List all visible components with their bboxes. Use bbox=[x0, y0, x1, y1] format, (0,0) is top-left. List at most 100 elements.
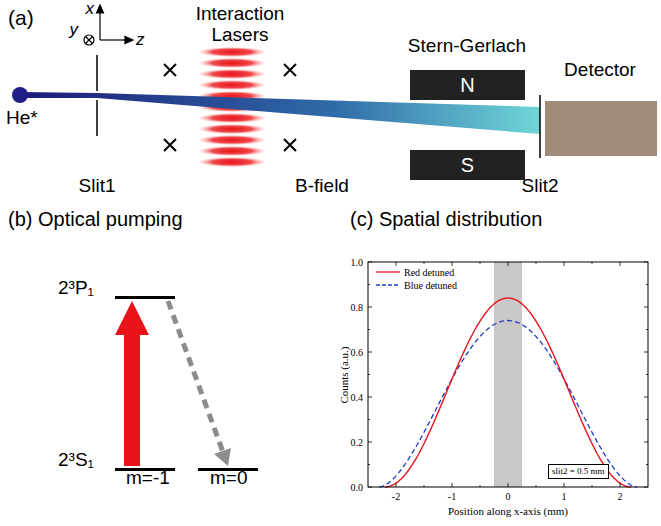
legend-sample bbox=[376, 284, 400, 285]
detector-box bbox=[545, 101, 657, 156]
label: 0.2 bbox=[351, 437, 364, 448]
tick bbox=[644, 487, 648, 488]
level-label: 2³S₁ bbox=[58, 450, 94, 471]
he-atom bbox=[12, 87, 28, 103]
label: Slit1 bbox=[79, 176, 116, 197]
tick bbox=[368, 284, 370, 285]
label: 0.4 bbox=[351, 392, 364, 403]
label: 0.0 bbox=[351, 482, 364, 493]
tick bbox=[564, 483, 565, 487]
laser-beam bbox=[199, 113, 265, 123]
label: Position along x-axis (mm) bbox=[448, 505, 568, 517]
slit-note-box: slit2 = 0.5 mm bbox=[548, 464, 609, 479]
energy-level: m=0 bbox=[198, 454, 262, 498]
energy-level: 2³P₁ bbox=[58, 282, 178, 306]
tick bbox=[368, 487, 372, 488]
legend-text: Red detuned bbox=[404, 267, 454, 278]
label: 0 bbox=[506, 491, 511, 502]
label: 1 bbox=[562, 491, 567, 502]
arrow-head bbox=[115, 301, 149, 335]
red-curve bbox=[385, 298, 631, 487]
label: He* bbox=[6, 108, 38, 129]
legend-text: Blue detuned bbox=[404, 280, 457, 291]
tick bbox=[646, 284, 648, 285]
laser-beam bbox=[199, 135, 265, 145]
laser-beam bbox=[199, 69, 265, 79]
magnet-pole: N bbox=[410, 70, 525, 100]
label: (a) bbox=[8, 6, 34, 29]
magnet-pole: S bbox=[410, 150, 525, 180]
legend-sample bbox=[376, 271, 400, 272]
laser-beam bbox=[199, 80, 265, 90]
tick bbox=[646, 419, 648, 420]
blue-curve bbox=[379, 321, 637, 488]
tick bbox=[508, 483, 509, 487]
slit-lines bbox=[97, 55, 540, 158]
tick bbox=[644, 397, 648, 398]
detector-label: Detector bbox=[543, 60, 657, 81]
label: Interaction Lasers bbox=[185, 4, 295, 46]
tick bbox=[646, 464, 648, 465]
label: Slit2 bbox=[522, 176, 559, 197]
tick bbox=[620, 262, 621, 266]
tick bbox=[644, 262, 648, 263]
tick bbox=[536, 485, 537, 487]
level-line bbox=[115, 296, 175, 299]
laser-beam bbox=[199, 124, 265, 134]
laser-beam bbox=[199, 47, 265, 57]
tick bbox=[368, 464, 370, 465]
arrow-head bbox=[214, 448, 231, 466]
tick bbox=[536, 262, 537, 264]
tick bbox=[644, 352, 648, 353]
label: (b) Optical pumping bbox=[8, 208, 183, 230]
level-label: 2³P₁ bbox=[58, 278, 94, 299]
tick bbox=[646, 329, 648, 330]
box-label: N bbox=[460, 74, 474, 96]
label: Stern-Gerlach bbox=[408, 36, 526, 57]
label: z bbox=[136, 31, 145, 50]
label: (c) Spatial distribution bbox=[350, 208, 542, 230]
tick bbox=[424, 485, 425, 487]
tick bbox=[368, 262, 372, 263]
level-label: m=-1 bbox=[126, 468, 170, 489]
tick bbox=[368, 352, 372, 353]
box-label: slit2 = 0.5 mm bbox=[552, 466, 605, 476]
label: -1 bbox=[448, 491, 456, 502]
plot-frame bbox=[368, 262, 648, 487]
tick bbox=[368, 397, 372, 398]
tick bbox=[452, 262, 453, 266]
chart-lines bbox=[379, 298, 637, 487]
tick bbox=[620, 483, 621, 487]
tick bbox=[452, 483, 453, 487]
tick bbox=[592, 262, 593, 264]
tick bbox=[368, 307, 372, 308]
tick bbox=[480, 262, 481, 264]
tick bbox=[396, 483, 397, 487]
tick bbox=[480, 485, 481, 487]
transition-arrow bbox=[115, 301, 149, 466]
label: x bbox=[86, 0, 95, 19]
tick bbox=[564, 262, 565, 266]
energy-level: 2³S₁m=-1 bbox=[58, 454, 178, 498]
tick bbox=[368, 419, 370, 420]
arrow-shaft bbox=[124, 335, 140, 466]
tick bbox=[592, 485, 593, 487]
axis-ticks bbox=[368, 262, 648, 487]
arrow-shaft bbox=[168, 301, 223, 451]
b-field-marks bbox=[164, 64, 296, 151]
tick bbox=[644, 442, 648, 443]
tick bbox=[368, 374, 370, 375]
laser-beam bbox=[199, 157, 265, 167]
slit-band bbox=[494, 262, 522, 487]
transition-arrow bbox=[168, 301, 231, 466]
label: Counts (a.u.) bbox=[338, 346, 350, 403]
level-label: m=0 bbox=[210, 468, 248, 489]
laser-beam bbox=[199, 58, 265, 68]
tick bbox=[368, 442, 372, 443]
label: 0.6 bbox=[351, 347, 364, 358]
label: 2 bbox=[618, 491, 623, 502]
label: 1.0 bbox=[351, 257, 364, 268]
label: y bbox=[70, 21, 79, 40]
